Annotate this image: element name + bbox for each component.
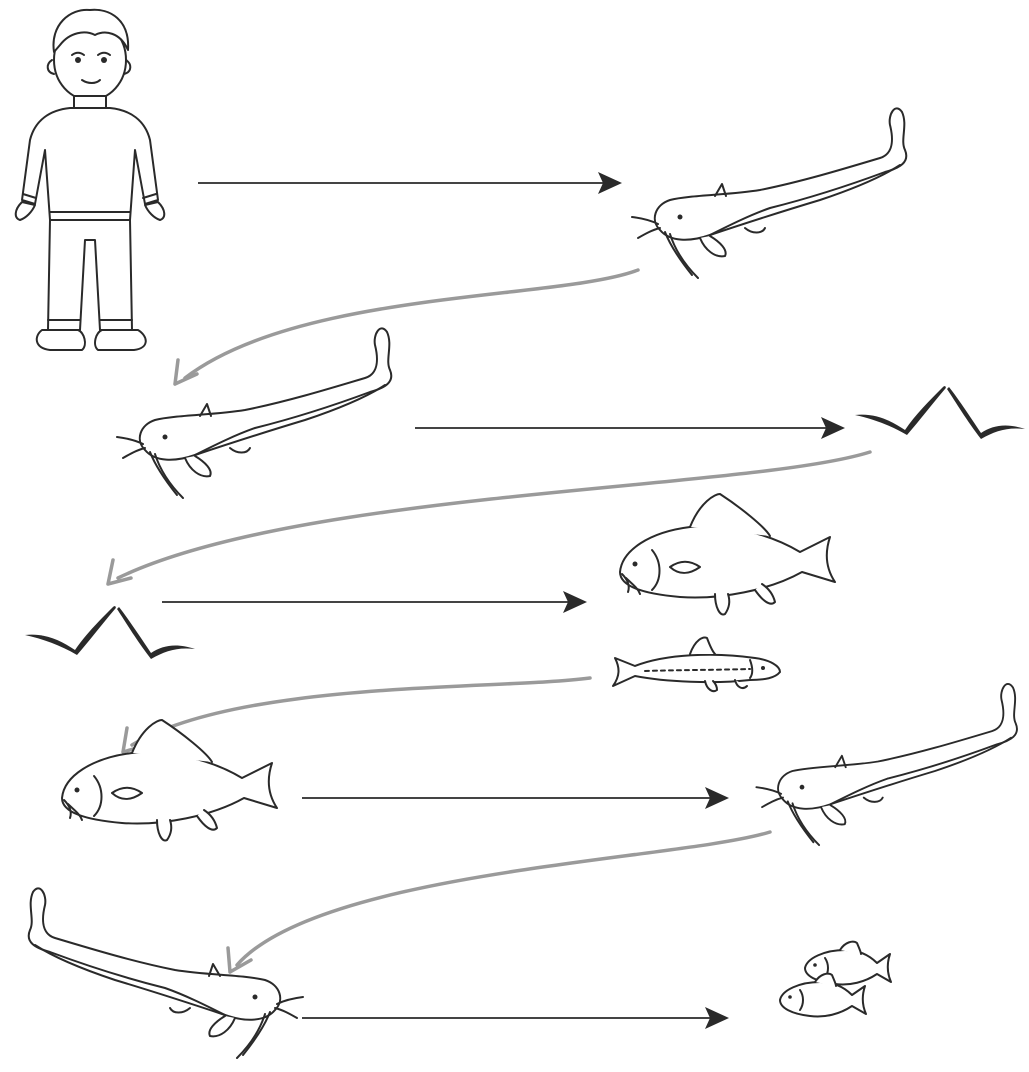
- boy-icon: [16, 10, 165, 350]
- arrow-boy-to-catfish: [198, 172, 622, 194]
- carp-icon: [62, 720, 277, 841]
- catfish-icon: [756, 684, 1017, 845]
- carp-icon: [620, 494, 835, 615]
- curved-arrow-3: [123, 678, 590, 752]
- seagull-icon: [25, 606, 195, 659]
- arrow-carp-to-catfish: [302, 787, 729, 809]
- arrow-bird-to-carp: [162, 591, 587, 613]
- curved-arrow-1: [175, 270, 638, 384]
- minnow-icon: [613, 638, 780, 692]
- catfish-icon: [632, 108, 906, 278]
- catfish-icon: [29, 888, 303, 1058]
- arrow-catfish-to-bird: [415, 417, 845, 439]
- seagull-icon: [855, 386, 1025, 439]
- catfish-icon: [117, 328, 391, 498]
- curved-arrow-4: [228, 832, 770, 972]
- arrow-catfish-to-smallfish: [302, 1007, 729, 1029]
- small-fish-icon: [780, 942, 891, 1017]
